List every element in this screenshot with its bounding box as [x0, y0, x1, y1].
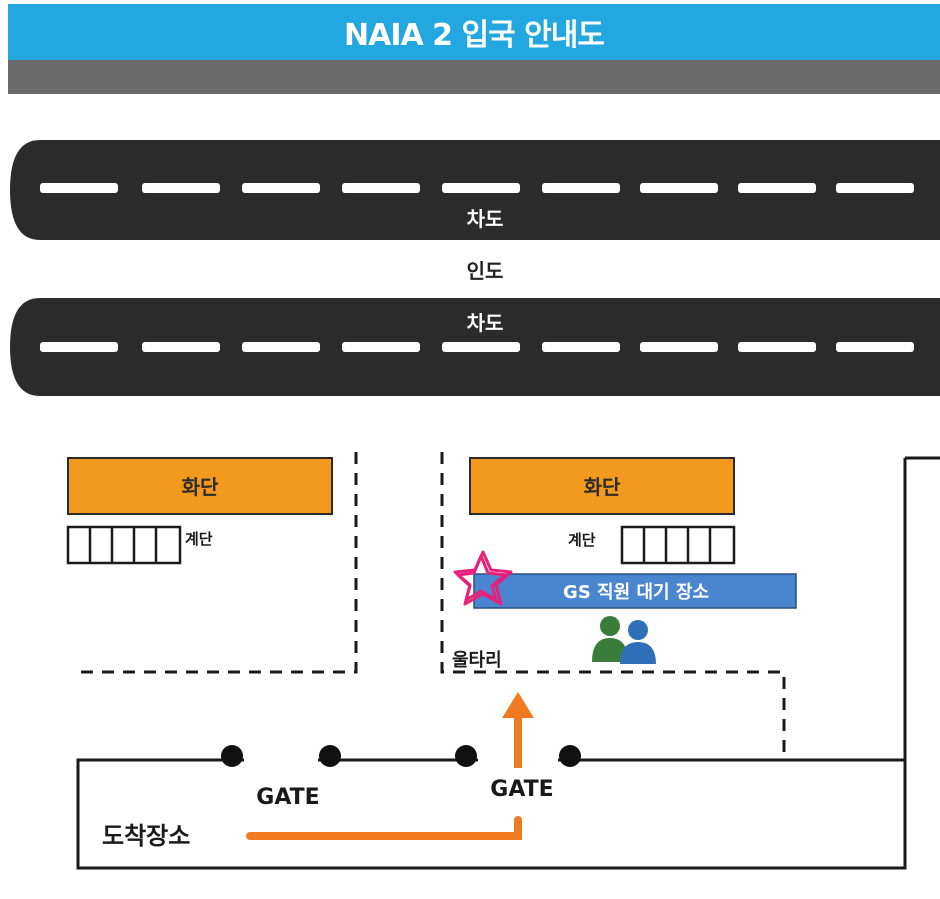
stairs-left-label: 계단 — [185, 530, 213, 548]
waiting-area-label: GS 직원 대기 장소 — [563, 582, 709, 603]
gate-right-label: GATE — [490, 777, 553, 802]
map-title: NAIA 2 입국 안내도 — [8, 4, 940, 60]
road-label-top: 차도 — [467, 207, 504, 231]
road-top-lane-marks — [40, 183, 914, 193]
route-arrow-icon — [246, 692, 534, 840]
terminal-outline — [76, 458, 907, 870]
stairs-right — [620, 525, 736, 565]
title-subbar — [8, 60, 940, 94]
road-bottom-lane-marks — [40, 342, 914, 352]
flowerbed-left-label: 화단 — [182, 475, 219, 499]
gate-posts — [221, 745, 581, 767]
star-marker-icon — [453, 550, 513, 606]
arrival-label: 도착장소 — [102, 822, 190, 850]
flowerbed-left — [67, 457, 333, 515]
stairs-right-label: 계단 — [568, 531, 596, 549]
waiting-area-box — [473, 573, 797, 609]
fence-dashed-lines — [78, 452, 786, 760]
gate-left-label: GATE — [256, 785, 319, 810]
sidewalk-label: 인도 — [467, 259, 504, 283]
road-label-bottom: 차도 — [467, 311, 504, 335]
fence-label: 울타리 — [452, 650, 502, 671]
flowerbed-right-label: 화단 — [584, 475, 621, 499]
people-icon — [592, 616, 656, 664]
stairs-left — [66, 525, 182, 565]
flowerbed-right — [469, 457, 735, 515]
